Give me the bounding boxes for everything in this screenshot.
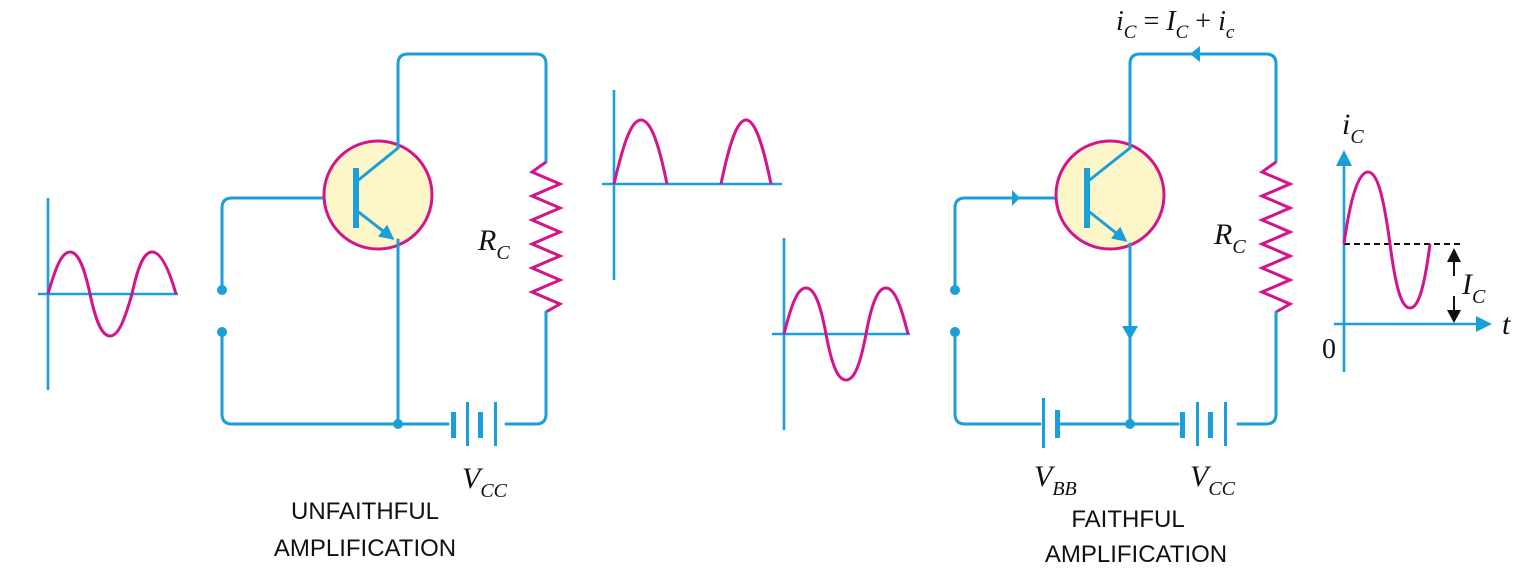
- output-graph-t-label: t: [1502, 308, 1511, 341]
- right-input-terminal-top: [950, 285, 960, 295]
- output-graph-y-arrow: [1336, 150, 1352, 166]
- right-emitter-current-arrow: [1122, 326, 1138, 340]
- left-transistor-emitter-arrow: [354, 208, 395, 240]
- battery-plate: [1055, 410, 1060, 438]
- right-caption-line1: FAITHFUL: [1071, 506, 1184, 533]
- right-ground-wire: [953, 330, 1042, 426]
- output-sine-wave: [1342, 170, 1432, 310]
- output-graph-y-label: iC: [1342, 108, 1364, 148]
- battery-plate: [1196, 402, 1199, 446]
- left-output-clipped-wave-2: [719, 118, 773, 185]
- right-collector-current-arrow: [1190, 46, 1200, 62]
- battery-plate: [466, 402, 469, 446]
- right-current-equation: iC = IC + ic: [1116, 6, 1235, 43]
- right-base-wire: [953, 196, 1087, 292]
- right-vcc-battery: [1180, 402, 1227, 446]
- left-resistor-return-wire: [504, 310, 548, 426]
- left-transistor-collector: [354, 146, 400, 184]
- ic-arrow-up-head: [1447, 248, 1461, 262]
- right-vbb-battery: [1042, 398, 1060, 448]
- left-resistor: [528, 160, 564, 314]
- battery-plate: [1224, 402, 1227, 446]
- output-graph: iC IC t 0: [1322, 108, 1511, 372]
- battery-plate: [478, 412, 483, 438]
- output-graph-x-arrow: [1476, 316, 1492, 332]
- right-input-waveform: [772, 238, 910, 430]
- battery-plate: [1180, 412, 1185, 438]
- left-junction: [393, 419, 403, 429]
- left-vcc-label: VCC: [462, 462, 508, 502]
- right-transistor-body: [1054, 139, 1166, 251]
- right-resistor-return-wire: [1236, 310, 1278, 426]
- right-resistor: [1258, 160, 1294, 314]
- left-transistor-body: [322, 139, 434, 251]
- battery-plate: [1042, 398, 1045, 448]
- output-graph-ic-label: IC: [1461, 268, 1486, 308]
- ic-arrow-down-head: [1447, 310, 1461, 323]
- right-transistor-emitter-arrow: [1085, 208, 1128, 242]
- left-input-terminal-top: [217, 285, 227, 295]
- left-caption-line1: UNFAITHFUL: [291, 498, 439, 525]
- left-output-clipped-wave-1: [612, 118, 669, 185]
- left-circuit: RC VCC UNFAITHFUL AMPLIFICATION: [217, 52, 564, 562]
- output-graph-origin-label: 0: [1322, 334, 1336, 365]
- right-input-sine-wave: [782, 286, 910, 382]
- battery-plate: [494, 402, 497, 446]
- right-circuit: iC = IC + ic RC VBB VCC FAITHFUL AMPLIFI…: [950, 6, 1294, 568]
- right-junction: [1125, 419, 1135, 429]
- right-vcc-label: VCC: [1190, 460, 1236, 500]
- left-base-wire: [220, 196, 358, 292]
- left-input-waveform: [38, 198, 178, 390]
- left-input-sine-wave: [46, 250, 178, 338]
- right-transistor-collector: [1085, 146, 1132, 184]
- right-base-current-arrow: [1012, 190, 1020, 206]
- right-collector-wire: [1128, 52, 1278, 164]
- right-caption-line2: AMPLIFICATION: [1045, 541, 1227, 568]
- right-vbb-label: VBB: [1034, 460, 1077, 500]
- battery-plate: [1208, 412, 1213, 438]
- left-vcc-battery: [451, 402, 497, 446]
- left-collector-wire: [396, 52, 548, 164]
- left-caption-line2: AMPLIFICATION: [274, 535, 456, 562]
- left-rc-label: RC: [477, 224, 510, 264]
- battery-plate: [451, 412, 456, 438]
- left-output-waveform: [602, 90, 782, 280]
- right-rc-label: RC: [1213, 218, 1246, 258]
- left-ground-wire: [220, 330, 450, 426]
